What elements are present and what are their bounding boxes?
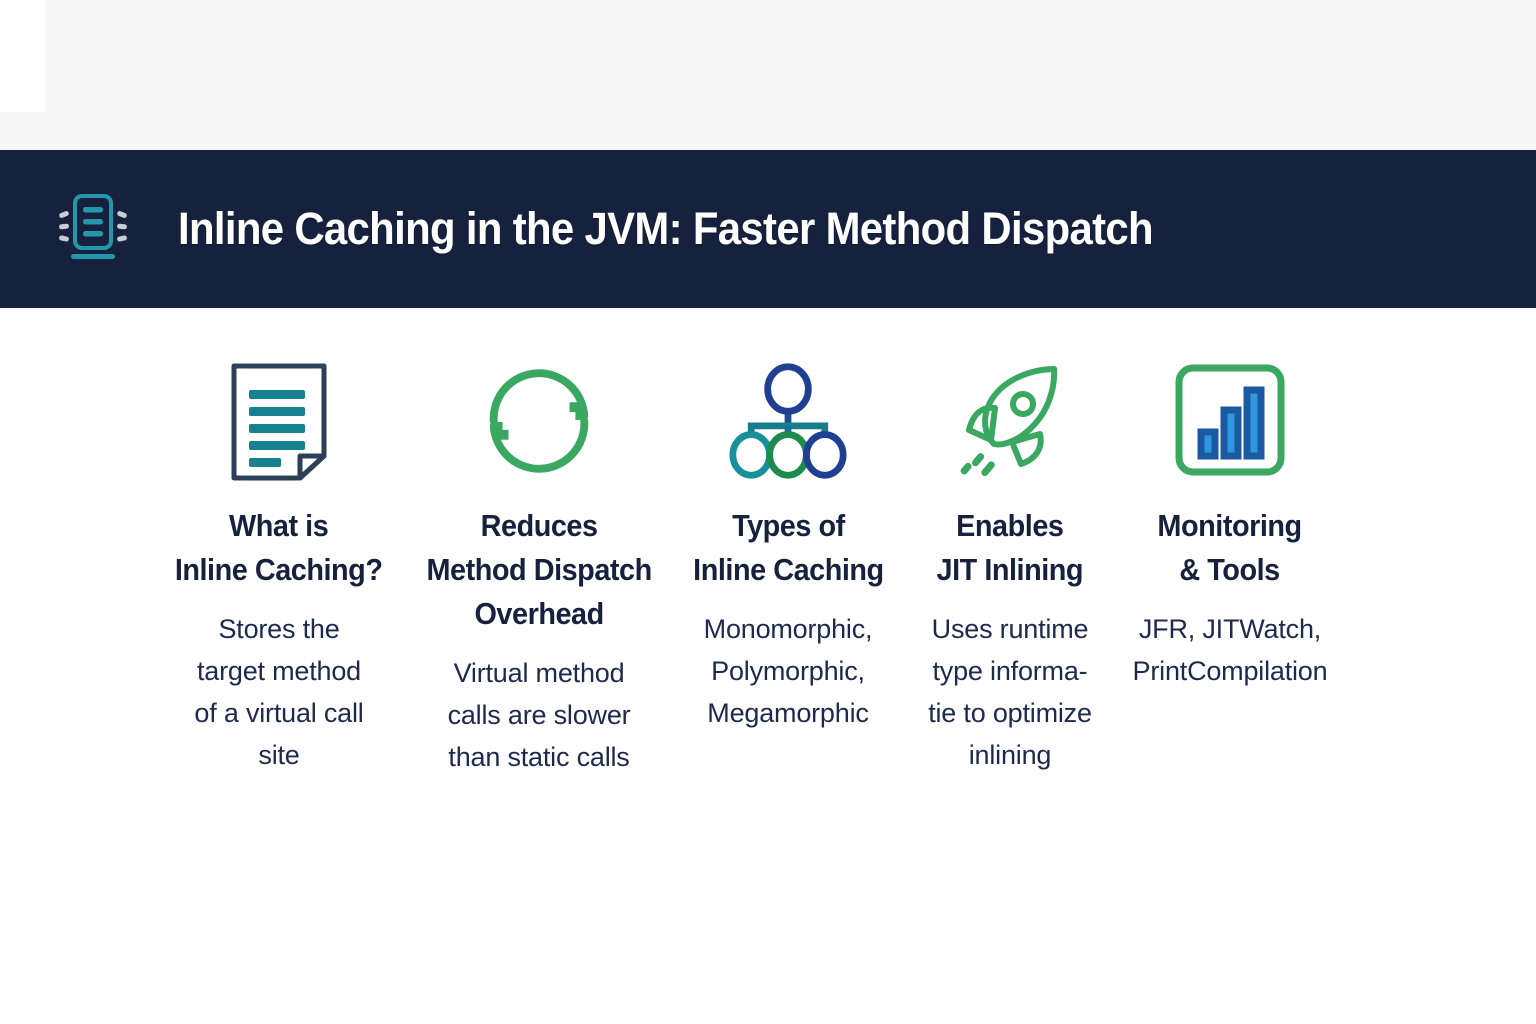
rocket-icon: [949, 360, 1071, 482]
feature-column-monitoring-and-tools: Monitoring & Tools JFR, JITWatch, PrintC…: [1114, 360, 1346, 692]
bar-chart-icon: [1169, 360, 1291, 482]
feature-column-types-of-inline-caching: Types of Inline Caching Monomorphic, Pol…: [670, 360, 906, 734]
content-area: What is Inline Caching? Stores the targe…: [0, 308, 1536, 1024]
refresh-cycle-icon: [478, 360, 600, 482]
document-icon: [218, 360, 340, 482]
top-strip: [0, 0, 1536, 150]
column-body: Virtual method calls are slower than sta…: [447, 658, 631, 773]
feature-column-what-is-inline-caching: What is Inline Caching? Stores the targe…: [150, 360, 408, 776]
column-heading: Enables JIT Inlining: [936, 508, 1084, 588]
column-body: Monomorphic, Polymorphic, Megamorphic: [703, 614, 873, 729]
page-title: Inline Caching in the JVM: Faster Method…: [178, 203, 1154, 254]
column-body: Stores the target method of a virtual ca…: [194, 614, 364, 771]
column-heading: Types of Inline Caching: [692, 508, 884, 588]
feature-column-reduces-dispatch-overhead: Reduces Method Dispatch Overhead Virtual…: [408, 360, 670, 778]
document-lines-icon: [50, 186, 136, 272]
header-band: Inline Caching in the JVM: Faster Method…: [0, 150, 1536, 308]
feature-columns: What is Inline Caching? Stores the targe…: [150, 360, 1390, 778]
column-heading: Monitoring & Tools: [1157, 508, 1303, 588]
column-heading: What is Inline Caching?: [175, 508, 383, 588]
column-heading: Reduces Method Dispatch Overhead: [426, 508, 652, 632]
feature-column-enables-jit-inlining: Enables JIT Inlining Uses runtime type i…: [906, 360, 1114, 776]
hierarchy-tree-icon: [727, 360, 849, 482]
corner-notch: [0, 0, 45, 112]
column-body: JFR, JITWatch, PrintCompilation: [1132, 614, 1328, 687]
column-body: Uses runtime type informa- tie to optimi…: [928, 614, 1092, 771]
